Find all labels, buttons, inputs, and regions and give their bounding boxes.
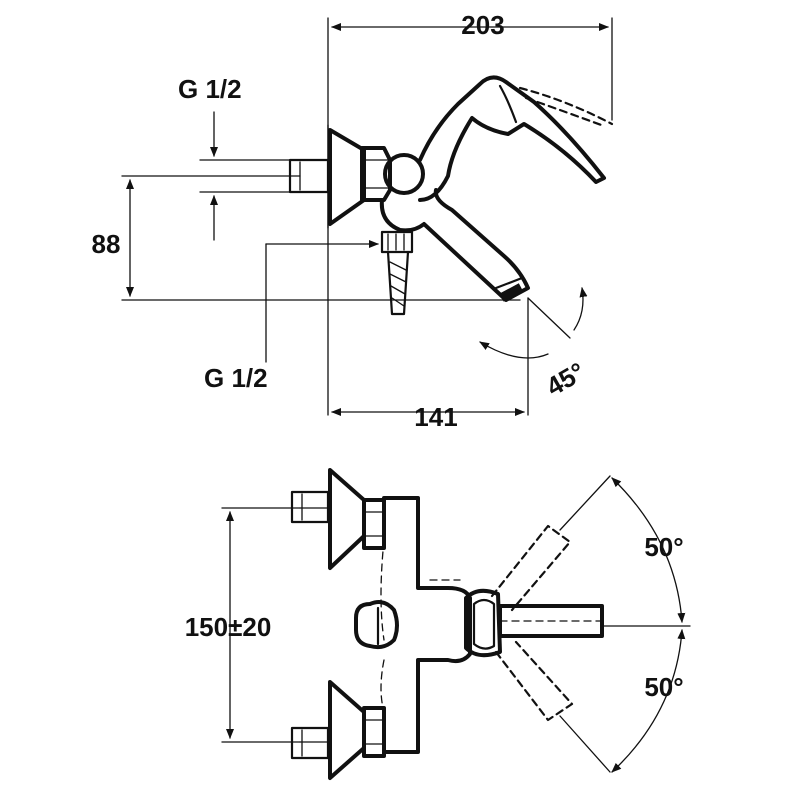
label-dimension-141: 141 [414, 402, 457, 432]
label-lever-angle-lower: 50° [644, 672, 683, 702]
dimension-203: 203 [327, 10, 613, 416]
wall-flange [328, 128, 366, 226]
lever-lower-position [494, 640, 611, 773]
dimension-88: 88 [92, 175, 521, 301]
hex-nut [360, 146, 392, 202]
mixer-body [379, 75, 606, 302]
top-view: 150±20 [185, 468, 691, 780]
handle-swing-arc [518, 86, 614, 126]
label-lever-angle-upper: 50° [644, 532, 683, 562]
ball-joint [383, 153, 425, 195]
lower-inlet [290, 680, 386, 780]
label-dimension-203: 203 [461, 10, 504, 40]
lever-angle-upper: 50° [611, 477, 686, 623]
dimension-141: 141 [331, 402, 525, 432]
upper-inlet [290, 468, 386, 570]
spout-angle-indicator: 45° [479, 287, 590, 416]
label-spout-angle: 45° [541, 356, 590, 402]
inlet-pipe: G 1/2 [178, 74, 330, 241]
outlet-hose: G 1/2 [204, 230, 414, 393]
label-inlet-thread: G 1/2 [178, 74, 242, 104]
label-outlet-thread: G 1/2 [204, 363, 268, 393]
lever-center [464, 588, 691, 658]
label-dimension-88: 88 [92, 229, 121, 259]
dimension-150: 150±20 [185, 507, 301, 743]
side-view: 203 G 1/2 88 [92, 10, 614, 432]
label-dimension-150: 150±20 [185, 612, 272, 642]
lever-angle-lower: 50° [611, 629, 686, 773]
top-body [354, 496, 472, 754]
lever-upper-position [490, 475, 611, 612]
